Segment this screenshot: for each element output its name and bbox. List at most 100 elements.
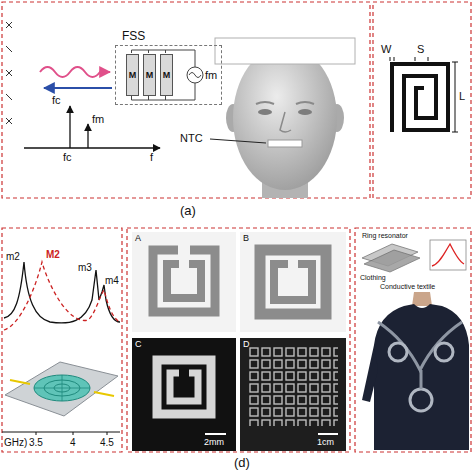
garment-illustration xyxy=(374,304,469,450)
resonance-plot xyxy=(10,380,30,384)
modulator-cell: M xyxy=(160,54,173,96)
fss-wiring xyxy=(187,67,203,83)
garment-illustration xyxy=(430,240,466,270)
tick-label: 4 xyxy=(70,437,76,448)
resonance-plot xyxy=(34,375,90,401)
resonance-plot xyxy=(62,375,63,401)
resonance-plot xyxy=(5,362,118,416)
resonance-plot xyxy=(107,432,108,435)
spiral-resonator xyxy=(452,132,458,133)
tick-marks xyxy=(6,22,12,28)
garment-illustration xyxy=(364,250,420,272)
tick-label: 3.5 xyxy=(29,437,43,448)
reflected-arrow xyxy=(44,87,112,89)
resonance-plot xyxy=(4,262,120,330)
panel-border xyxy=(373,2,471,198)
modulator-cell: M xyxy=(143,54,156,96)
carrier-wave xyxy=(40,67,110,77)
fss-wiring xyxy=(132,50,204,100)
mode-label: M2 xyxy=(46,249,60,260)
spectrum-plot xyxy=(69,106,70,148)
axis-label: f xyxy=(150,151,153,163)
node-text: M xyxy=(146,70,154,80)
tick-marks xyxy=(6,70,12,76)
panel-label: (d) xyxy=(234,456,250,470)
panel-border xyxy=(127,228,350,452)
garment-illustration xyxy=(410,389,432,411)
part-label: Ring resonator xyxy=(362,232,408,240)
frequency-label: fm xyxy=(92,113,104,125)
resonance-plot xyxy=(2,432,120,433)
head-illustration xyxy=(256,102,274,104)
head-illustration xyxy=(258,109,272,115)
panel-border xyxy=(2,2,370,198)
srr-image xyxy=(132,338,236,451)
node-text: M xyxy=(163,70,171,80)
garment-illustration xyxy=(420,370,423,389)
part-label: Conductive textile xyxy=(380,283,435,291)
frequency-label: fc xyxy=(63,151,72,163)
modulator-cell: M xyxy=(126,54,139,96)
tick-marks xyxy=(6,118,12,124)
tick-marks xyxy=(6,70,12,76)
part-label: Clothing xyxy=(360,274,386,282)
srr-image xyxy=(132,232,236,332)
garment-illustration xyxy=(412,292,432,306)
frequency-label: fm xyxy=(205,69,217,81)
tick-label: 4.5 xyxy=(100,437,114,448)
mode-label: m3 xyxy=(78,262,92,273)
head-illustration xyxy=(215,38,355,64)
garment-illustration xyxy=(432,244,464,266)
frequency-label: fc xyxy=(52,94,61,106)
garment-illustration xyxy=(389,343,407,361)
fss-wiring xyxy=(165,50,166,53)
tick-marks xyxy=(6,46,12,52)
srr-image xyxy=(132,232,346,451)
head-illustration xyxy=(210,139,266,143)
spiral-resonator xyxy=(428,57,429,61)
head-illustration xyxy=(298,109,312,115)
spiral-resonator xyxy=(390,57,391,61)
spiral-resonator xyxy=(455,62,456,132)
subpanel-letter: D xyxy=(243,340,250,350)
panel-border xyxy=(2,228,122,452)
scale-bar-label: 1cm xyxy=(317,438,334,448)
panel-border xyxy=(355,228,471,452)
srr-image xyxy=(178,244,190,257)
spiral-resonator xyxy=(392,64,448,132)
head-illustration xyxy=(210,38,355,198)
srr-image xyxy=(240,232,346,332)
garment-illustration xyxy=(435,343,453,361)
tick-marks xyxy=(6,22,12,124)
mode-label: m4 xyxy=(105,275,119,286)
srr-image xyxy=(240,338,346,451)
subpanel-letter: C xyxy=(135,340,142,350)
node-text: FSS xyxy=(122,29,145,43)
srr-image xyxy=(248,346,338,426)
srr-image xyxy=(167,264,201,298)
head-illustration xyxy=(233,46,337,190)
srr-image xyxy=(288,258,298,269)
srr-image xyxy=(260,250,326,314)
dimension-label: L xyxy=(459,90,465,102)
srr-image xyxy=(157,360,211,414)
part-label: NTC xyxy=(180,132,203,144)
resonance-plot xyxy=(2,262,120,435)
tick-marks xyxy=(6,22,12,28)
head-illustration xyxy=(296,102,314,104)
subpanel-letter: B xyxy=(243,234,249,244)
srr-image xyxy=(153,250,215,312)
srr-image xyxy=(179,368,189,378)
axis-label: GHz) xyxy=(4,437,27,448)
spectrum-plot xyxy=(24,106,160,148)
tick-marks xyxy=(6,94,12,100)
srr-image xyxy=(274,264,312,300)
dimension-label: W xyxy=(381,43,391,55)
fss-wiring xyxy=(189,73,201,78)
tick-marks xyxy=(6,118,12,124)
subpanel-letter: A xyxy=(135,234,141,244)
spiral-resonator xyxy=(452,62,458,63)
head-illustration xyxy=(280,112,291,132)
srr-image xyxy=(205,433,226,435)
